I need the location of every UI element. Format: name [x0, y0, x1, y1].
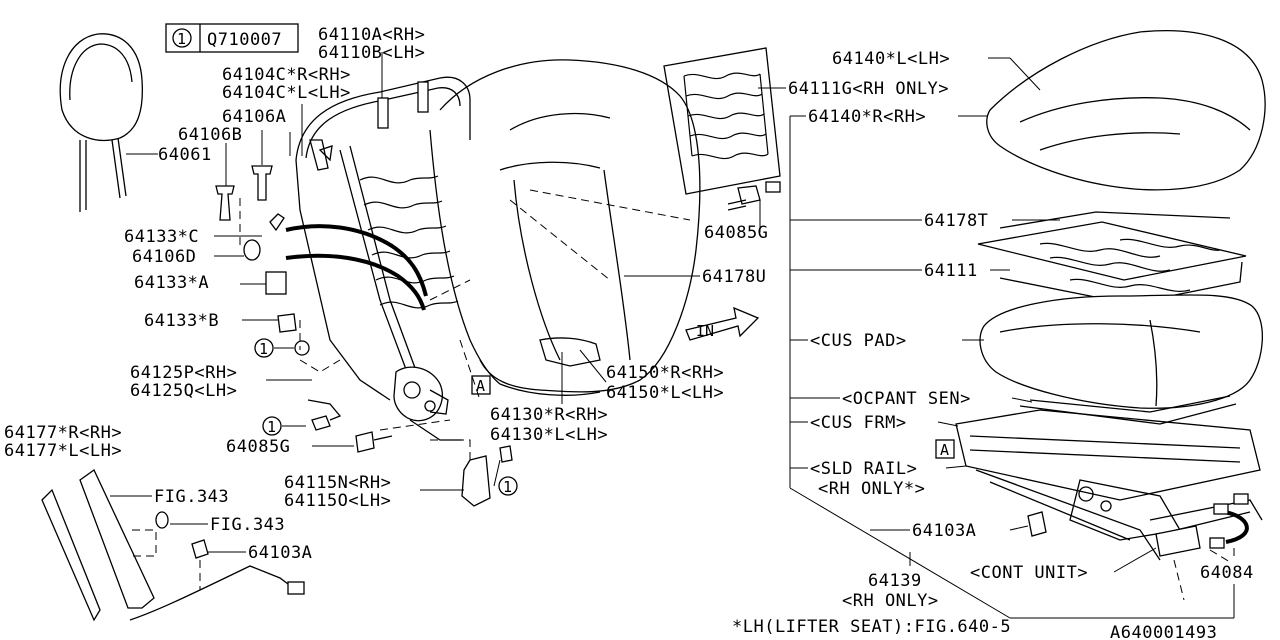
key-circle-number: 1: [177, 30, 186, 48]
label-64133a: 64133*A: [134, 273, 209, 293]
label-64150r: 64150*R<RH>: [606, 363, 724, 383]
label-64125q: 64125Q<LH>: [130, 381, 237, 401]
wire-harness: [285, 224, 428, 311]
label-64133c: 64133*C: [124, 227, 199, 247]
cushion-cover: [986, 30, 1266, 191]
key-box: 1 Q710007: [165, 23, 299, 53]
small-parts-left: [243, 213, 393, 453]
label-64085g-left: 64085G: [226, 437, 290, 457]
label-64110a: 64110A<RH>: [318, 25, 425, 45]
label-64103a-right: 64103A: [912, 521, 976, 541]
bracket-64115: [461, 445, 513, 507]
leader-lines: [110, 52, 1235, 619]
headrest: [59, 33, 144, 212]
label-64177l: 64177*L<LH>: [4, 441, 122, 461]
label-64084: 64084: [1200, 563, 1254, 583]
label-64103a-left: 64103A: [248, 543, 312, 563]
label-64140r: 64140*R<RH>: [808, 107, 926, 127]
label-64178u: 64178U: [702, 267, 766, 287]
arrow-label: IN: [696, 322, 714, 340]
label-64115o: 64115O<LH>: [284, 491, 391, 511]
label-64111g: 64111G<RH ONLY>: [788, 79, 949, 99]
label-64140l: 64140*L<LH>: [832, 49, 950, 69]
key-code: Q710007: [207, 30, 282, 50]
cushion-heater-pad: [977, 221, 1247, 305]
callout-circle-1c: 1: [503, 478, 512, 496]
seatback-cushion: [429, 59, 701, 396]
control-unit-harness: [1155, 493, 1249, 557]
label-rh-only-star: <RH ONLY*>: [818, 479, 925, 499]
callout-circles: 1 1 1: [254, 338, 518, 496]
seatback-frame: [295, 76, 471, 401]
label-64115n: 64115N<RH>: [284, 473, 391, 493]
label-64130r: 64130*R<RH>: [490, 405, 608, 425]
label-fig343-b: FIG.343: [210, 515, 285, 535]
label-64125p: 64125P<RH>: [130, 363, 237, 383]
label-64085g-mid: 64085G: [704, 223, 768, 243]
side-panel-64177: [41, 469, 305, 622]
headrest-guides: [215, 130, 273, 221]
back-heater-pad: [663, 47, 781, 195]
diagram-id: A640001493: [1110, 623, 1217, 640]
label-64178t: 64178T: [924, 211, 988, 231]
label-64110b: 64110B<LH>: [318, 43, 425, 63]
label-fig343-a: FIG.343: [154, 487, 229, 507]
ref-box-a-left: A: [476, 377, 485, 395]
label-64106a: 64106A: [222, 107, 286, 127]
label-cus-frm: <CUS FRM>: [810, 413, 907, 433]
part-labels: 64110A<RH> 64110B<LH> 64104C*R<RH> 64104…: [4, 25, 1254, 640]
label-64139: 64139: [868, 571, 922, 591]
label-64177r: 64177*R<RH>: [4, 423, 122, 443]
label-64106d: 64106D: [132, 247, 196, 267]
label-cus-pad: <CUS PAD>: [810, 331, 907, 351]
label-64104cr: 64104C*R<RH>: [222, 65, 351, 85]
wire-64178t: [999, 211, 1231, 229]
label-64104cl: 64104C*L<LH>: [222, 83, 351, 103]
callout-circle-1b: 1: [267, 418, 276, 436]
assembly-dashes: [130, 189, 1231, 601]
recliner-mechanism: [393, 366, 462, 441]
bolt-64085g-mid: [727, 185, 761, 211]
label-64150l: 64150*L<LH>: [606, 383, 724, 403]
label-64111: 64111: [924, 261, 978, 281]
callout-circle-1a: 1: [259, 340, 268, 358]
label-64106b: 64106B: [178, 125, 242, 145]
ref-box-a-right: A: [940, 441, 949, 459]
direction-arrow: IN: [685, 306, 760, 341]
label-sld-rail: <SLD RAIL>: [810, 459, 917, 479]
cushion-pad: [979, 294, 1263, 409]
label-64061: 64061: [158, 145, 212, 165]
label-cont-unit: <CONT UNIT>: [970, 563, 1088, 583]
label-64130l: 64130*L<LH>: [490, 425, 608, 445]
footnote: *LH(LIFTER SEAT):FIG.640-5: [732, 617, 1011, 637]
ref-boxes: A A: [471, 375, 955, 459]
label-64133b: 64133*B: [144, 311, 219, 331]
label-64139-rh-only: <RH ONLY>: [842, 591, 939, 611]
label-ocpant-sen: <OCPANT SEN>: [842, 389, 971, 409]
